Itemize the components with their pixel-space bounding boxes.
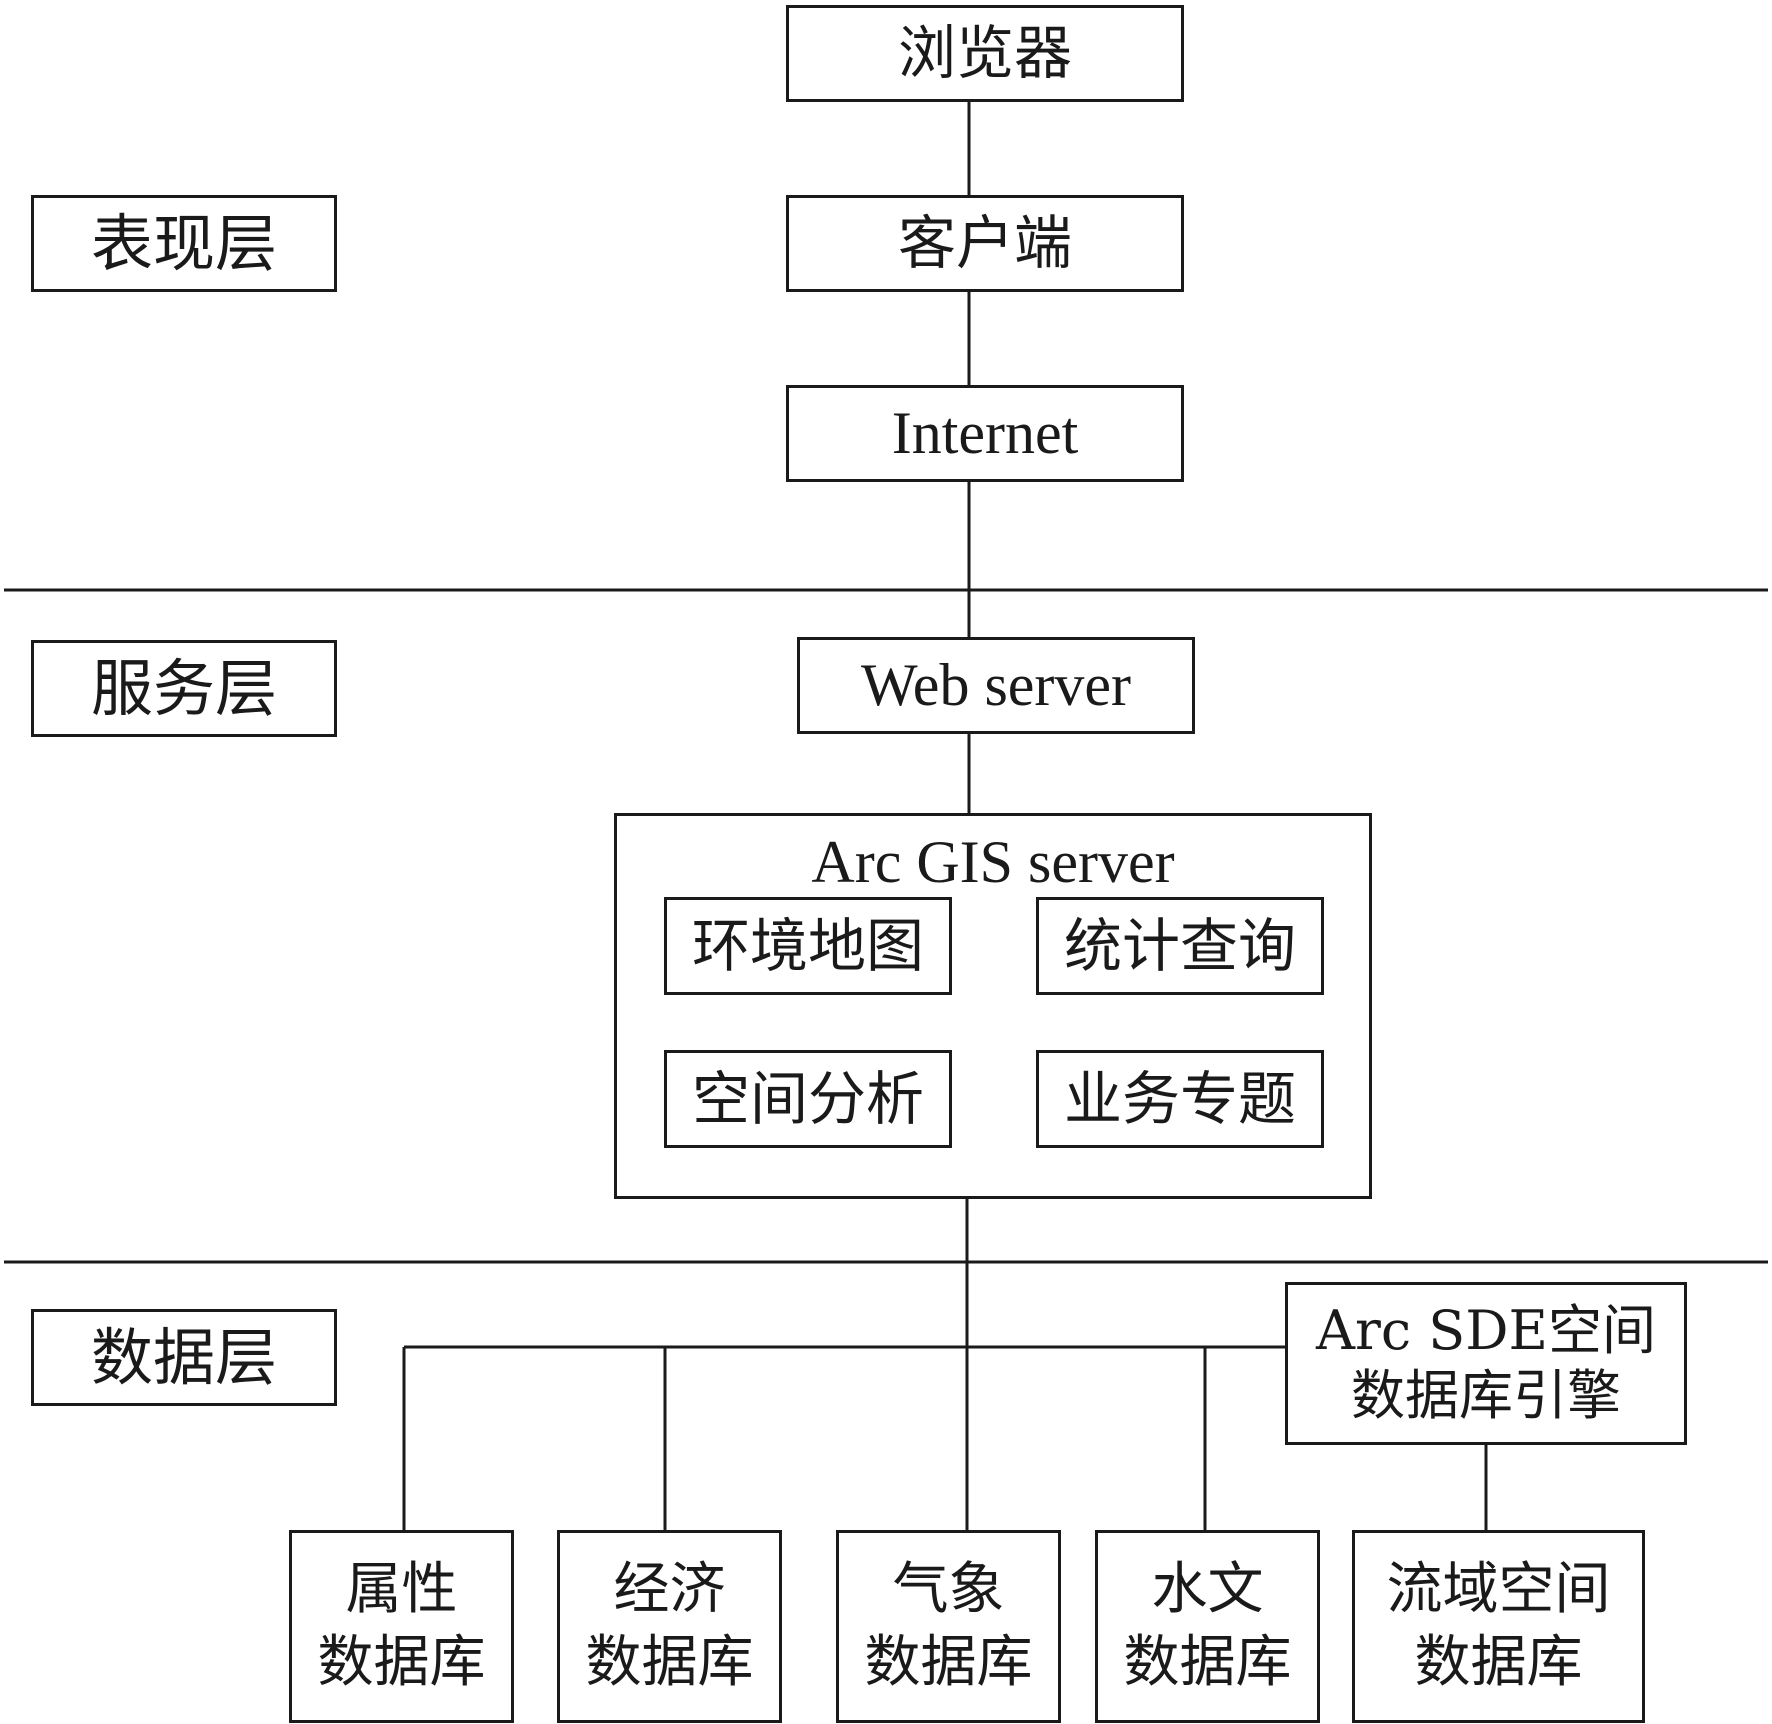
- layer-label-service: 服务层: [31, 640, 337, 737]
- module-environment-map: 环境地图: [664, 897, 952, 995]
- module-spatial-analysis: 空间分析: [664, 1050, 952, 1148]
- client-node: 客户端: [786, 195, 1184, 292]
- economy-database: 经济 数据库: [557, 1530, 782, 1723]
- hydrology-database: 水文 数据库: [1095, 1530, 1320, 1723]
- layer-label-presentation: 表现层: [31, 195, 337, 292]
- layer-label-data: 数据层: [31, 1309, 337, 1406]
- attribute-database: 属性 数据库: [289, 1530, 514, 1723]
- browser-node: 浏览器: [786, 5, 1184, 102]
- arcgis-server-title: Arc GIS server: [811, 829, 1175, 895]
- web-server-node: Web server: [797, 637, 1195, 734]
- module-statistics-query: 统计查询: [1036, 897, 1324, 995]
- basin-spatial-database: 流域空间 数据库: [1352, 1530, 1645, 1723]
- weather-database: 气象 数据库: [836, 1530, 1061, 1723]
- internet-node: Internet: [786, 385, 1184, 482]
- module-business-topic: 业务专题: [1036, 1050, 1324, 1148]
- arc-sde-engine-node: Arc SDE空间 数据库引擎: [1285, 1282, 1687, 1445]
